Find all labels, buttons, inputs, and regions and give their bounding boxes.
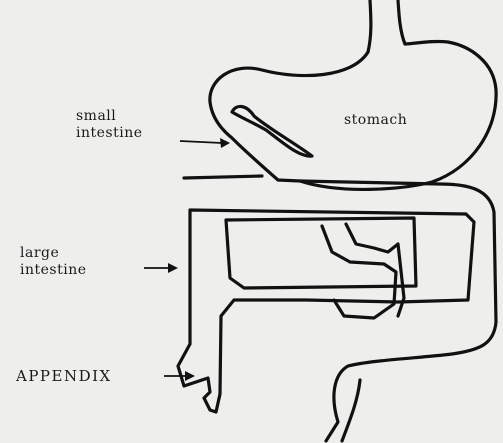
stomach-label-text: stomach [344,112,407,128]
appendix-label-text: APPENDIX [16,367,112,385]
small-intestine-leader [180,141,222,143]
large-intestine-outline [178,176,496,441]
large-intestine-label: large intestine [20,245,87,279]
large-intestine-label-line-2: intestine [20,262,87,279]
large-intestine-label-line-1: large [20,245,87,262]
stomach-label: stomach [344,112,407,129]
small-intestine-label-line-1: small [76,108,143,125]
rectum-outline [342,380,360,441]
small-intestine-label: small intestine [76,108,143,142]
appendix-arrowhead [185,371,195,381]
appendix-label: APPENDIX [16,368,112,385]
small-intestine-label-line-2: intestine [76,125,143,142]
small-intestine-coil [322,224,404,318]
large-intestine-arrowhead [168,263,178,273]
esophagus-right-wall [398,0,405,44]
esophagus-left-wall [368,0,371,52]
small-intestine-arrowhead [220,138,230,148]
